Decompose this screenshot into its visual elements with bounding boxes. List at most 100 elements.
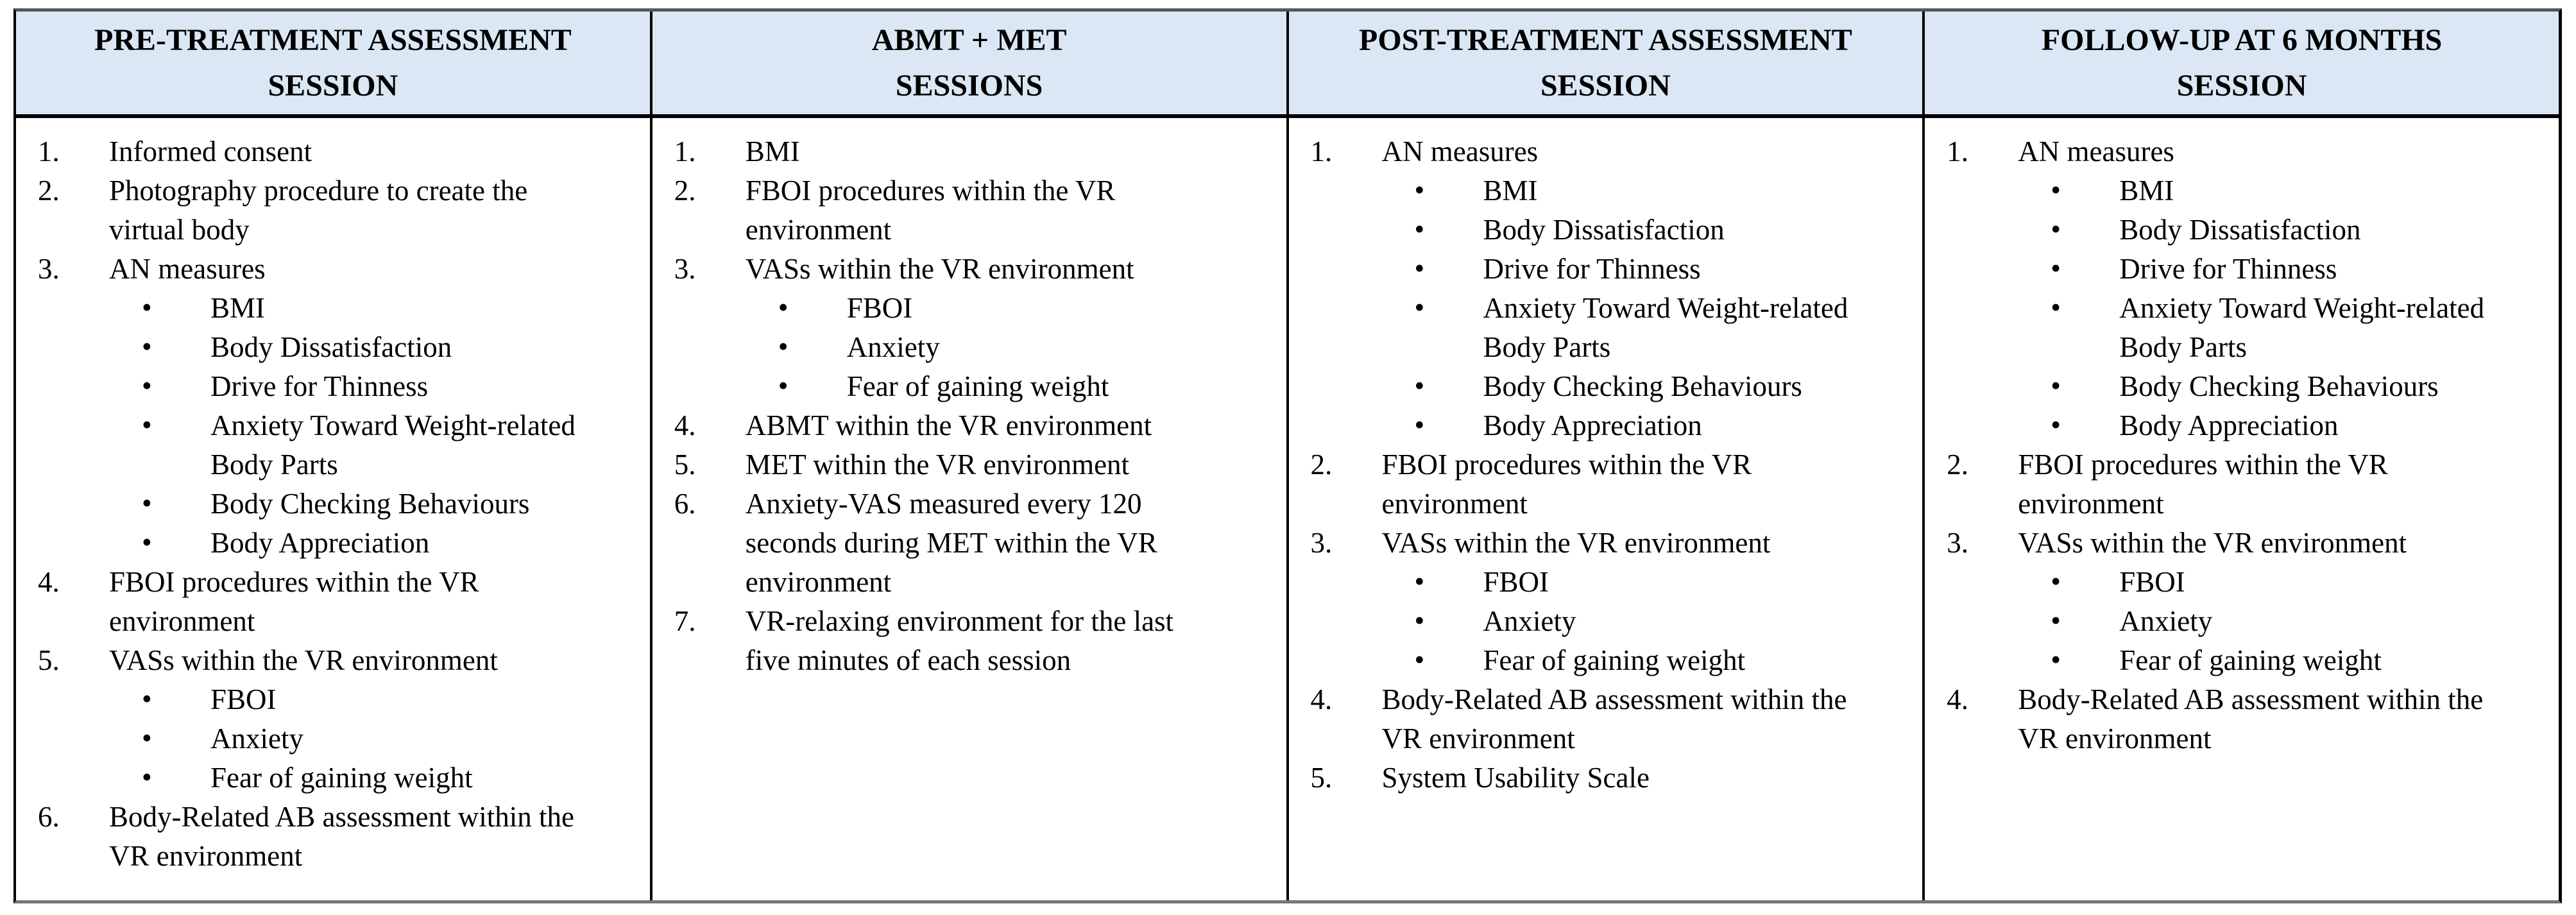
- column-abmt-met: 1. BMI 2. FBOI procedures within the VR env…: [653, 118, 1289, 900]
- item-number: 2.: [1947, 449, 1968, 481]
- sub-list-item: •Body Checking Behaviours: [1289, 367, 1856, 406]
- bullet-icon: •: [1414, 565, 1425, 597]
- header-abmt-met: ABMT + MET SESSIONS: [652, 12, 1289, 114]
- item-text: VASs within the VR environment: [109, 644, 498, 676]
- item-text: FBOI procedures within the VR environmen…: [1381, 449, 1752, 520]
- item-text: VR-relaxing environment for the last fiv…: [745, 605, 1174, 676]
- item-text: FBOI procedures within the VR environmen…: [2018, 449, 2388, 520]
- item-number: 1.: [674, 135, 696, 167]
- sub-list-item: • Drive for Thinness: [1925, 250, 2492, 289]
- column-follow-up: 1. AN measures • BMI • Body Dissatisfaction • D…: [1925, 118, 2559, 900]
- item-text: MET within the VR environment: [745, 449, 1130, 481]
- sub-item-text: FBOI: [210, 683, 277, 715]
- item-number: 4.: [1947, 683, 1968, 715]
- sub-list-item: • Fear of gaining weight: [653, 367, 1220, 406]
- item-number: 4.: [674, 409, 696, 441]
- sub-list-item: • Body Appreciation: [1925, 406, 2492, 445]
- sub-item-text: FBOI: [846, 292, 913, 324]
- bullet-icon: •: [778, 291, 789, 323]
- sub-item-text: Anxiety Toward Weight-related Body Parts: [2119, 292, 2485, 363]
- list-item: 2. FBOI procedures within the VR environm…: [1289, 445, 1856, 524]
- sub-item-text: Drive for Thinness: [2119, 253, 2337, 285]
- sub-item-text: Fear of gaining weight: [1483, 644, 1746, 676]
- sub-list-item: •Anxiety Toward Weight-related Body Part…: [1925, 289, 2492, 367]
- bullet-icon: •: [142, 487, 152, 519]
- bullet-icon: •: [142, 409, 152, 441]
- sub-list-item: •Anxiety: [1289, 602, 1856, 641]
- bullet-icon: •: [1414, 604, 1425, 637]
- list-item: 5.System Usability Scale: [1289, 758, 1856, 798]
- item-text: Informed consent: [109, 135, 312, 167]
- sub-item-text: Anxiety: [2119, 605, 2213, 637]
- sub-item-text: Body Checking Behaviours: [2119, 370, 2439, 402]
- bullet-icon: •: [2051, 409, 2061, 441]
- bullet-icon: •: [142, 330, 152, 363]
- sub-list-item: • Body Appreciation: [16, 524, 583, 563]
- sub-item-text: Body Dissatisfaction: [2119, 214, 2361, 246]
- bullet-icon: •: [142, 526, 152, 558]
- sub-list-item: •FBOI: [1289, 563, 1856, 602]
- list-item: 1.AN measures: [1289, 132, 1856, 171]
- header-post-treatment: POST-TREATMENT ASSESSMENT SESSION: [1288, 12, 1925, 114]
- bullet-icon: •: [778, 370, 789, 402]
- bullet-icon: •: [2051, 370, 2061, 402]
- item-number: 2.: [674, 175, 696, 207]
- sub-list-item: • BMI: [1925, 171, 2492, 210]
- list-item: 6.Anxiety-VAS measured every 120 seconds…: [653, 484, 1220, 602]
- sub-item-text: Body Dissatisfaction: [1483, 214, 1725, 246]
- sub-item-text: Drive for Thinness: [1483, 253, 1701, 285]
- sub-item-text: Fear of gaining weight: [2119, 644, 2382, 676]
- list-item: 3.VASs within the VR environment: [1925, 524, 2492, 563]
- list-item: 2. FBOI procedures within the VR environm…: [1925, 445, 2492, 524]
- list-item: 5.VASs within the VR environment: [16, 641, 583, 680]
- item-number: 1.: [38, 135, 60, 167]
- sub-list-item: •Anxiety: [653, 328, 1220, 367]
- item-text: Body-Related AB assessment within the VR…: [109, 801, 574, 872]
- item-text: Body-Related AB assessment within the VR…: [1381, 683, 1847, 755]
- header-pre-treatment: PRE-TREATMENT ASSESSMENT SESSION: [16, 12, 653, 114]
- list-item: 1. BMI: [653, 132, 1220, 171]
- sub-item-text: Body Appreciation: [1483, 409, 1702, 441]
- item-number: 2.: [1310, 449, 1333, 481]
- bullet-icon: •: [2051, 252, 2061, 284]
- bullet-icon: •: [142, 291, 152, 323]
- sub-item-text: Fear of gaining weight: [846, 370, 1109, 402]
- list-item: 3.VASs within the VR environment: [653, 250, 1220, 289]
- sub-item-text: Body Checking Behaviours: [210, 488, 530, 520]
- item-text: AN measures: [109, 253, 266, 285]
- item-text: AN measures: [2018, 135, 2174, 167]
- bullet-icon: •: [2051, 213, 2061, 245]
- header-line: SESSION: [1540, 69, 1671, 103]
- list-item: 4.Body-Related AB assessment within the …: [1925, 680, 2492, 758]
- list-item: 1. AN measures: [1925, 132, 2492, 171]
- list-item: 3. AN measures: [16, 250, 583, 289]
- item-text: BMI: [745, 135, 800, 167]
- sub-list-item: •Anxiety Toward Weight-related Body Part…: [1289, 289, 1856, 367]
- bullet-icon: •: [1414, 644, 1425, 676]
- sub-item-text: Body Appreciation: [210, 527, 430, 559]
- list-item: 4.ABMT within the VR environment: [653, 406, 1220, 445]
- sub-item-text: Anxiety: [846, 331, 940, 363]
- item-number: 1.: [1947, 135, 1968, 167]
- sub-list-item: •Drive for Thinness: [1289, 250, 1856, 289]
- item-number: 3.: [38, 253, 60, 285]
- item-number: 6.: [674, 488, 696, 520]
- sub-list-item: •Anxiety: [1925, 602, 2492, 641]
- bullet-icon: •: [1414, 213, 1425, 245]
- item-text: AN measures: [1381, 135, 1539, 167]
- bullet-icon: •: [1414, 291, 1425, 323]
- bullet-icon: •: [2051, 644, 2061, 676]
- column-post-treatment: 1.AN measures•BMI•Body Dissatisfaction•D…: [1289, 118, 1925, 900]
- sub-item-text: BMI: [2119, 175, 2174, 207]
- item-text: FBOI procedures within the VR environmen…: [745, 175, 1116, 246]
- bullet-icon: •: [2051, 174, 2061, 206]
- item-number: 3.: [1310, 527, 1333, 559]
- sub-list-item: •Body Dissatisfaction: [16, 328, 583, 367]
- list-item: 4.Body-Related AB assessment within the …: [1289, 680, 1856, 758]
- list-item: 5.MET within the VR environment: [653, 445, 1220, 484]
- item-text: FBOI procedures within the VR environmen…: [109, 566, 479, 637]
- sub-item-text: Body Appreciation: [2119, 409, 2339, 441]
- item-number: 4.: [38, 566, 60, 598]
